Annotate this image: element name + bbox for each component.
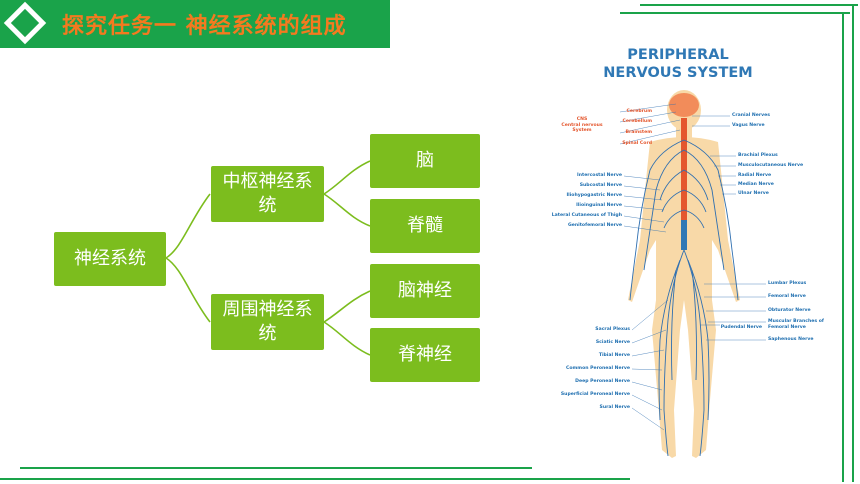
frame-right-line-2 [852, 4, 854, 482]
tree-leaf-cranial-nerves: 脑神经 [370, 264, 480, 318]
tree-branch-pns: 周围神经系统 [211, 294, 324, 350]
label-median: Median Nerve [738, 182, 774, 187]
label-musculocutaneous: Musculocutaneous Nerve [738, 163, 804, 168]
frame-bottom-line [20, 467, 532, 469]
label-brachial-plexus: Brachial Plexus [738, 153, 778, 158]
label-radial: Radial Nerve [738, 173, 772, 178]
label-lateral-cutaneous: Lateral Cutaneous of Thigh [551, 213, 622, 218]
frame-top-line [620, 12, 850, 14]
label-obturator: Obturator Nerve [768, 308, 811, 313]
label-subcostal: Subcostal Nerve [579, 183, 622, 188]
label-ilioinguinal: Ilioinguinal Nerve [576, 203, 622, 208]
cns-label: CNS Central nervous System [561, 117, 603, 133]
connector-cns-spinal [323, 193, 371, 227]
label-muscular-branches: Muscular Branches of Femoral Nerve [768, 319, 824, 330]
label-cerebrum: Cerebrum [626, 109, 652, 114]
tree-leaf-spinal-cord: 脊髓 [370, 199, 480, 253]
page-title: 探究任务一 神经系统的组成 [62, 14, 347, 39]
label-pudendal: Pudendal Nerve [720, 325, 762, 330]
connector-root-pns [165, 257, 211, 323]
label-iliohypogastric: Iliohypogastric Nerve [566, 193, 622, 198]
label-brainstem: Brainstem [625, 130, 652, 135]
label-intercostal: Intercostal Nerve [577, 173, 622, 178]
label-femoral: Femoral Nerve [768, 294, 806, 299]
tree-root-node: 神经系统 [54, 232, 166, 286]
label-cerebellum: Cerebellum [622, 119, 652, 124]
connector-pns-cranial [323, 290, 371, 323]
label-common-peroneal: Common Peroneal Nerve [565, 366, 630, 371]
label-lumbar-plexus: Lumbar Plexus [768, 281, 807, 286]
nerve-lines [629, 139, 739, 457]
frame-bottom-line-2 [0, 478, 630, 480]
label-superficial-peroneal: Superficial Peroneal Nerve [560, 392, 630, 397]
label-cranial-nerves: Cranial Nerves [732, 113, 770, 118]
label-genitofemoral: Genitofemoral Nerve [567, 223, 622, 228]
label-sacral-plexus: Sacral Plexus [595, 327, 630, 332]
label-ulnar: Ulnar Nerve [738, 191, 769, 196]
header-bar [0, 0, 390, 48]
spinal-cord-shape [681, 118, 687, 250]
connector-root-cns [165, 193, 211, 259]
label-spinal-cord: Spinal Cord [622, 141, 652, 146]
tree-leaf-spinal-nerves: 脊神经 [370, 328, 480, 382]
poster-title-line1: PERIPHERAL [627, 47, 729, 63]
connector-pns-spinal [323, 321, 371, 356]
tree-leaf-brain: 脑 [370, 134, 480, 188]
frame-right-line [842, 12, 844, 482]
label-sciatic: Sciatic Nerve [595, 340, 630, 345]
frame-top-line-2 [640, 4, 858, 6]
brain-shape [669, 93, 699, 117]
tree-branch-cns: 中枢神经系统 [211, 166, 324, 222]
connector-cns-brain [323, 160, 371, 195]
title-underline [60, 44, 246, 48]
poster-title-line2: NERVOUS SYSTEM [603, 65, 753, 81]
label-vagus: Vagus Nerve [732, 123, 765, 128]
label-tibial: Tibial Nerve [598, 353, 630, 358]
label-deep-peroneal: Deep Peroneal Nerve [575, 379, 630, 384]
poster-title: PERIPHERAL NERVOUS SYSTEM [548, 46, 808, 82]
label-saphenous: Saphenous Nerve [768, 337, 814, 342]
label-sural: Sural Nerve [599, 405, 630, 410]
